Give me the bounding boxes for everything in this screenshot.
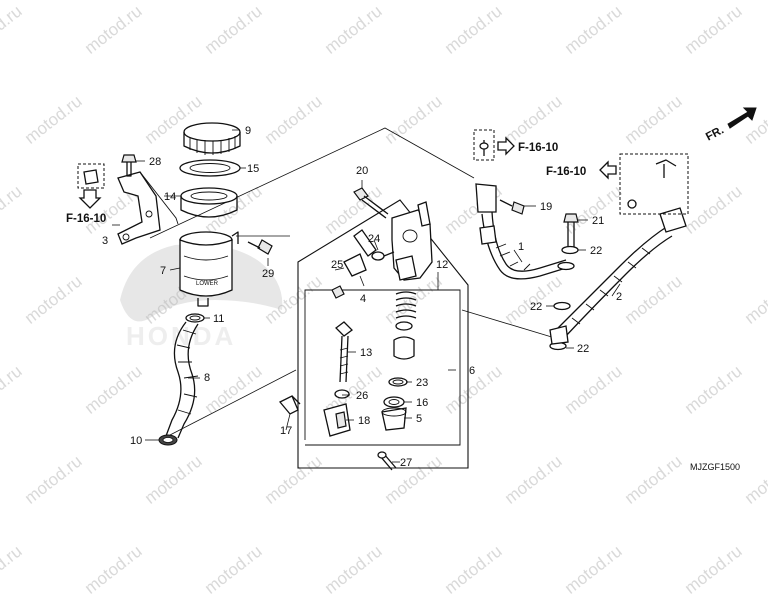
callout-1: 1	[518, 241, 524, 253]
leader-lines	[112, 129, 621, 463]
hose-clip-10	[158, 434, 178, 446]
circlip-23	[388, 377, 408, 387]
boot-5	[381, 407, 407, 431]
screw-29	[247, 239, 273, 255]
reservoir-cap	[183, 122, 241, 155]
washer-22b	[557, 261, 575, 271]
piston-cup	[393, 321, 415, 360]
clip-17	[278, 395, 301, 415]
callout-3: 3	[102, 235, 108, 247]
nut-26	[334, 389, 350, 399]
master-cylinder-body	[391, 201, 433, 281]
callout-2: 2	[616, 291, 622, 303]
callout-24: 24	[368, 233, 380, 245]
callout-22b: 22	[530, 301, 542, 313]
callout-7: 7	[160, 265, 166, 277]
left-ref-box	[77, 163, 105, 189]
callout-22c: 22	[577, 343, 589, 355]
diagram-code: MJZGF1500	[690, 462, 740, 472]
callout-19: 19	[540, 201, 552, 213]
diaphragm-plate	[179, 159, 241, 177]
front-arrow-icon: FR.	[704, 107, 757, 144]
svg-text:HONDA: HONDA	[126, 321, 236, 351]
callout-4: 4	[360, 293, 366, 305]
joint-24	[371, 251, 395, 261]
callout-22a: 22	[590, 245, 602, 257]
push-rod-13	[335, 321, 353, 383]
callout-11: 11	[213, 313, 224, 325]
cotter-pin-27	[377, 451, 397, 471]
caliper-ref-box	[619, 153, 689, 215]
callout-group: 9 28 15 14 3 7 29 11 8 10 20 24 25 4 12 …	[102, 125, 622, 469]
callout-10: 10	[130, 435, 142, 447]
callout-6: 6	[469, 365, 475, 377]
callout-29: 29	[262, 268, 274, 280]
callout-18: 18	[358, 415, 370, 427]
bolt-20	[353, 187, 389, 219]
front-label: FR.	[704, 124, 726, 143]
ref-label-right: F-16-10	[546, 166, 586, 178]
washer-22a	[561, 245, 579, 255]
hose-clamp-11	[185, 313, 205, 323]
diaphragm	[180, 187, 238, 218]
reservoir-hose	[165, 321, 199, 439]
callout-20: 20	[356, 165, 368, 177]
callout-12: 12	[436, 259, 448, 271]
callout-21: 21	[592, 215, 604, 227]
brake-hose-1	[479, 211, 567, 280]
seal-16	[383, 396, 405, 408]
callout-27: 27	[400, 457, 412, 469]
clevis-18	[323, 403, 351, 437]
ref-label-top: F-16-10	[518, 142, 558, 154]
callout-26: 26	[356, 390, 368, 402]
reservoir-tank: LOWER	[179, 231, 239, 307]
hose-guide	[473, 129, 497, 213]
joint-25	[331, 229, 377, 299]
reservoir-bracket	[117, 171, 179, 245]
spring-12	[395, 291, 417, 319]
callout-15: 15	[247, 163, 259, 175]
bolt-21	[563, 213, 579, 248]
callout-16: 16	[416, 397, 428, 409]
callout-23: 23	[416, 377, 428, 389]
ref-label-left: F-16-10	[66, 213, 106, 225]
parts-diagram: HONDA LOWER	[66, 107, 757, 472]
callout-14: 14	[164, 191, 176, 203]
callout-13: 13	[360, 347, 372, 359]
ref-arrows	[78, 136, 617, 209]
bolt-28	[121, 154, 137, 177]
brake-hose-2	[549, 207, 687, 345]
bolt-19	[499, 199, 525, 215]
washer-22c	[553, 301, 571, 311]
callout-28: 28	[149, 156, 161, 168]
callout-5: 5	[416, 413, 422, 425]
callout-17: 17	[280, 425, 292, 437]
svg-text:LOWER: LOWER	[196, 281, 219, 287]
callout-8: 8	[204, 372, 210, 384]
callout-9: 9	[245, 125, 251, 137]
callout-25: 25	[331, 259, 343, 271]
